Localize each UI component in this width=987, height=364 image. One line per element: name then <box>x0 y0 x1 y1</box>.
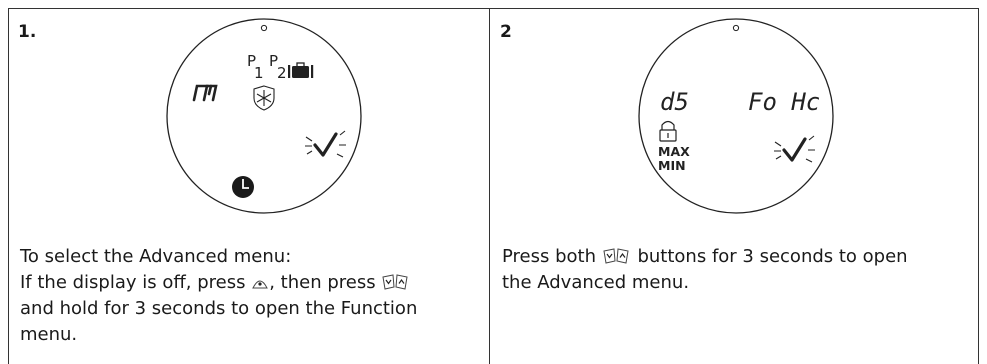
caption-line: To select the Advanced menu: <box>20 246 292 267</box>
p1-sub: 1 <box>254 64 264 82</box>
step-1-number: 1. <box>18 22 37 42</box>
step-1-cell: 1. P 1 P 2 <box>8 8 489 364</box>
up-down-buttons-icon <box>382 274 408 290</box>
p2-label: P <box>269 52 278 70</box>
p1-label: P <box>247 52 256 70</box>
caption-line: and hold for 3 seconds to open the Funct… <box>20 298 418 319</box>
snowflake-shield-icon <box>253 85 275 111</box>
indicator-dot <box>260 24 268 32</box>
caption-text: buttons for 3 seconds to open <box>637 246 908 267</box>
caption-text: , then press <box>269 272 376 293</box>
up-down-buttons-icon <box>603 248 629 264</box>
step-2-cell: 2 d5 Fo Hc MAX MIN Press both buttons fo… <box>490 8 979 364</box>
caption-line: Press both buttons for 3 seconds to open <box>502 244 942 270</box>
step-1-caption: To select the Advanced menu: If the disp… <box>20 244 460 348</box>
column-divider <box>489 8 490 364</box>
caption-line: menu. <box>20 324 78 345</box>
clock-icon <box>232 176 254 198</box>
caption-text: Press both <box>502 246 596 267</box>
caption-line: the Advanced menu. <box>502 272 690 293</box>
thermostat-display-2: d5 Fo Hc MAX MIN <box>638 18 834 214</box>
check-icon <box>305 130 346 158</box>
center-button-icon <box>252 280 269 289</box>
max-label: MAX <box>658 144 690 159</box>
instruction-table <box>8 8 979 364</box>
step-2-caption: Press both buttons for 3 seconds to open… <box>502 244 942 296</box>
suitcase-icon <box>288 62 314 78</box>
caption-text: If the display is off, press <box>20 272 246 293</box>
segment-d5: d5 <box>660 88 689 116</box>
thermostat-display-1: P 1 P 2 <box>166 18 362 214</box>
caption-line: If the display is off, press , then pres… <box>20 270 460 296</box>
check-icon <box>774 135 815 163</box>
p2-sub: 2 <box>277 64 287 82</box>
indicator-dot <box>732 24 740 32</box>
segment-rn <box>192 84 218 102</box>
step-2-number: 2 <box>500 22 512 42</box>
min-label: MIN <box>658 158 686 173</box>
segment-fohc: Fo Hc <box>748 88 820 116</box>
lock-icon <box>659 120 677 142</box>
